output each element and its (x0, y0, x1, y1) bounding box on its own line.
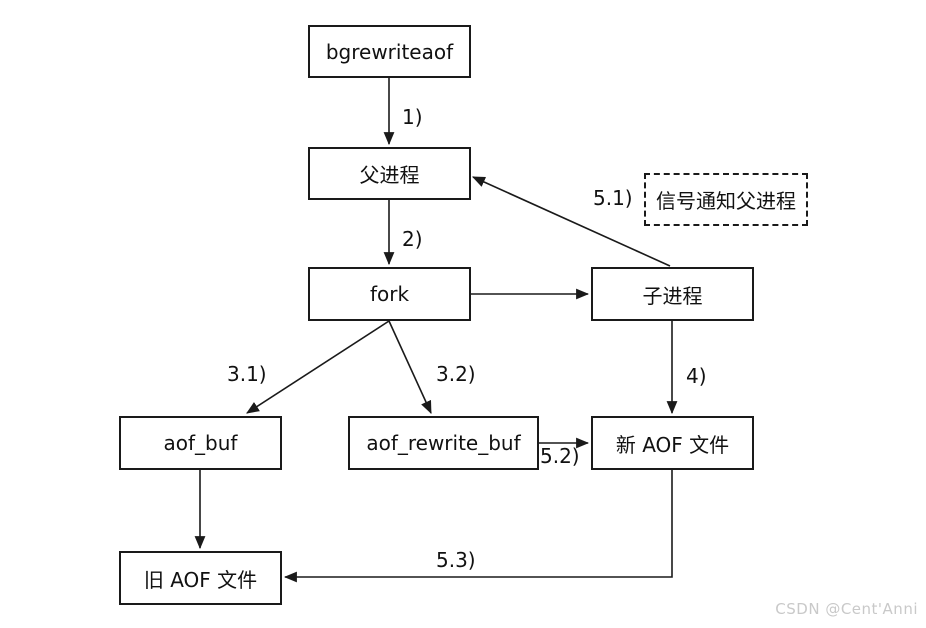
edge-fork-to-aofbuf (246, 320, 390, 414)
edge-label-step-2: 2) (402, 227, 423, 251)
node-aof-rewrite-buf: aof_rewrite_buf (348, 416, 539, 470)
edge-label-step-4: 4) (686, 364, 707, 388)
node-parent-process: 父进程 (308, 147, 471, 200)
node-old-aof-file: 旧 AOF 文件 (119, 551, 282, 605)
edge-label-step-3-2: 3.2) (436, 362, 476, 386)
edge-label-step-5-2: 5.2) (540, 444, 580, 468)
node-fork: fork (308, 267, 471, 321)
node-aof-buf: aof_buf (119, 416, 282, 470)
csdn-watermark: CSDN @Cent'Anni (775, 600, 918, 618)
node-bgrewriteaof: bgrewriteaof (308, 25, 471, 78)
edge-label-step-5-1: 5.1) (593, 186, 633, 210)
edge-newaof-to-oldaof (283, 470, 673, 583)
node-child-process: 子进程 (591, 267, 754, 321)
edge-fork-to-aofrewritebuf (388, 320, 432, 414)
edge-label-step-5-3: 5.3) (436, 548, 476, 572)
edge-child-signal-to-parent (472, 176, 671, 267)
note-signal-notify-parent: 信号通知父进程 (644, 173, 808, 226)
edge-label-step-3-1: 3.1) (227, 362, 267, 386)
edge-label-step-1: 1) (402, 105, 423, 129)
node-new-aof-file: 新 AOF 文件 (591, 416, 754, 470)
